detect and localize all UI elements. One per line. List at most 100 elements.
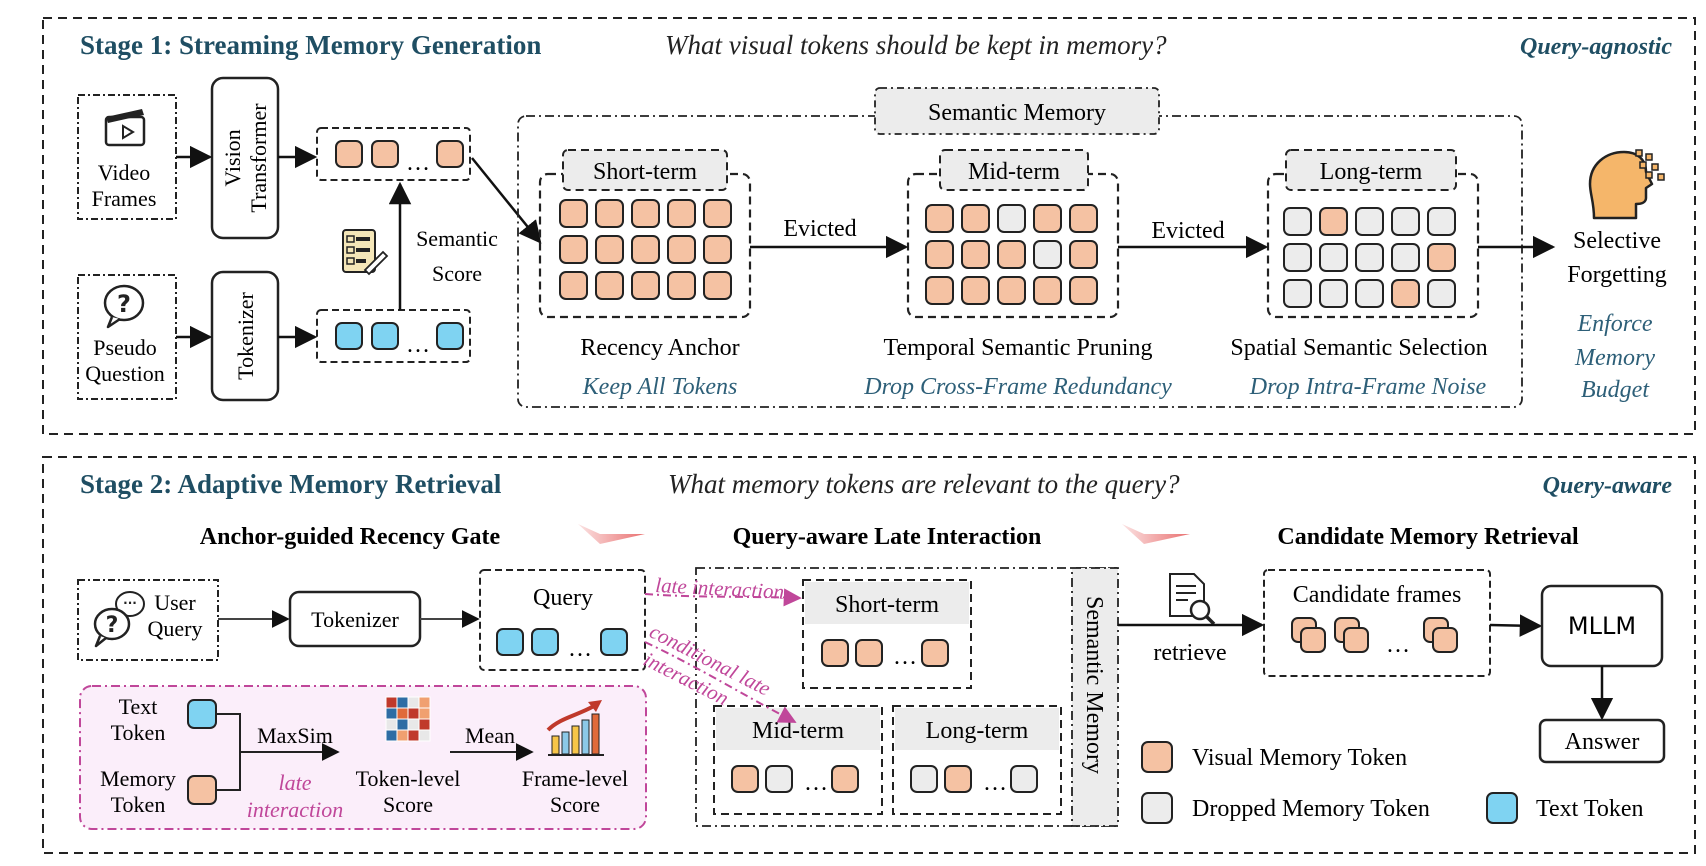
heatmap-cell <box>407 718 420 731</box>
dropped-memory-token <box>1391 243 1420 272</box>
text-token <box>335 322 363 350</box>
maxsim-merge-connector <box>216 713 338 791</box>
long-term-label-box <box>1285 149 1457 191</box>
text-token-label-1: Text <box>119 694 158 719</box>
late-interaction-label-2: interaction <box>247 797 344 822</box>
candidate-frame-stacks <box>1291 617 1458 653</box>
text-token <box>436 322 464 350</box>
stage2-memory-region <box>695 567 1117 827</box>
selective-forgetting-label-2: Forgetting <box>1567 262 1667 288</box>
mllm-label: MLLM <box>1568 612 1636 640</box>
visual-memory-token <box>961 204 990 233</box>
legend-visual-token-swatch <box>1141 741 1173 773</box>
stage2-tag: Query-aware <box>1543 473 1673 499</box>
candidate-retrieval-title: Candidate Memory Retrieval <box>1277 524 1579 550</box>
stage1-tokenizer-label: Tokenizer <box>233 292 258 380</box>
dropped-memory-token <box>1283 243 1312 272</box>
candidate-frames-label: Candidate frames <box>1293 582 1462 608</box>
heatmap-cell <box>385 729 398 742</box>
visual-memory-token <box>925 276 954 305</box>
token-level-score-label-1: Token-level <box>356 766 461 791</box>
dropped-memory-token <box>1355 243 1384 272</box>
selective-forgetting-label-1: Selective <box>1573 228 1661 254</box>
memory-token-label-1: Memory <box>100 766 176 791</box>
short-term-token-grid <box>559 199 732 300</box>
anchor-gate-title: Anchor-guided Recency Gate <box>200 524 501 550</box>
visual-token <box>371 140 399 168</box>
user-query-label-2: Query <box>148 616 203 641</box>
visual-memory-token <box>1033 276 1062 305</box>
dropped-memory-token <box>910 765 938 793</box>
visual-memory-token <box>631 235 660 264</box>
heatmap-cell <box>396 707 409 720</box>
late-interaction-arrow <box>644 588 802 607</box>
long-term-label: Long-term <box>1320 159 1423 185</box>
vision-transformer-label-1: Vision <box>220 129 245 186</box>
visual-memory-token <box>631 271 660 300</box>
stage1-question: What visual tokens should be kept in mem… <box>665 30 1167 60</box>
maxsim-label: MaxSim <box>257 723 333 748</box>
visual-token-row <box>335 140 464 168</box>
pseudo-question-label-1: Pseudo <box>93 335 157 360</box>
text-token-label-2: Token <box>111 720 166 745</box>
visual-memory-token <box>925 204 954 233</box>
dropped-memory-token <box>1033 240 1062 269</box>
legend-text-token-swatch <box>1486 792 1518 824</box>
visual-memory-token <box>961 240 990 269</box>
dropped-memory-token <box>1355 279 1384 308</box>
short-term-memory-token <box>921 639 949 667</box>
heatmap-cell <box>418 718 431 731</box>
visual-memory-token <box>961 276 990 305</box>
heatmap-cell <box>396 729 409 742</box>
pseudo-question-label-2: Question <box>85 361 164 386</box>
svg-text:?: ? <box>117 290 131 318</box>
visual-memory-token <box>944 765 972 793</box>
enforce-budget-label-2: Memory <box>1574 345 1655 371</box>
visual-memory-token <box>831 765 859 793</box>
query-text-token <box>531 628 559 656</box>
answer-box <box>1538 718 1666 764</box>
candidate-frame-token <box>1432 627 1458 653</box>
visual-memory-token <box>559 235 588 264</box>
query-text-token <box>496 628 524 656</box>
visual-memory-token <box>1069 276 1098 305</box>
dropped-memory-token <box>1283 207 1312 236</box>
text-token-sample <box>187 699 217 729</box>
stage2-title: Stage 2: Adaptive Memory Retrieval <box>80 469 502 499</box>
stage2-tokenizer-label: Tokenizer <box>311 607 399 632</box>
late-interaction-title: Query-aware Late Interaction <box>733 524 1042 550</box>
stage2-short-term-block <box>802 579 972 689</box>
short-term-memory-token <box>821 639 849 667</box>
late-interaction-label-1: late <box>279 770 312 795</box>
vision-transformer-label-2: Transformer <box>246 103 271 213</box>
legend-text-token-label: Text Token <box>1536 796 1644 822</box>
user-query-label-1: User <box>154 590 196 615</box>
dropped-memory-token <box>1391 207 1420 236</box>
visual-memory-token <box>997 240 1026 269</box>
frame-level-chart-icon <box>546 700 604 756</box>
retrieve-label: retrieve <box>1153 640 1226 666</box>
token-level-score-label-2: Score <box>383 792 433 817</box>
dropped-memory-token <box>1427 207 1456 236</box>
flow-arrow-2-icon <box>1122 524 1190 544</box>
short-term-memory-token <box>855 639 883 667</box>
conditional-late-interaction-arrow <box>644 641 797 723</box>
memory-token-sample <box>187 775 217 805</box>
answer-label: Answer <box>1565 729 1640 755</box>
heatmap-cell <box>418 707 431 720</box>
video-clapper-icon <box>104 109 146 147</box>
stage2-long-term-ellipsis: … <box>983 770 1007 796</box>
semantic-memory-label: Semantic Memory <box>928 100 1106 126</box>
enforce-budget-label-3: Budget <box>1581 377 1650 403</box>
visual-token-row-ellipsis: … <box>406 150 430 176</box>
late-interaction-arrow-label: late interaction <box>655 573 785 604</box>
forgetting-head-icon <box>1588 149 1665 220</box>
stage2-mid-term-label: Mid-term <box>752 718 844 744</box>
stage2-semantic-memory-bar <box>1071 567 1119 827</box>
arrow-to-short-term <box>471 157 542 244</box>
stage2-semantic-memory-label: Semantic Memory <box>1081 596 1107 774</box>
recency-anchor-label: Recency Anchor <box>580 335 739 361</box>
stage2-mid-term-block <box>713 705 883 815</box>
visual-memory-token <box>595 199 624 228</box>
